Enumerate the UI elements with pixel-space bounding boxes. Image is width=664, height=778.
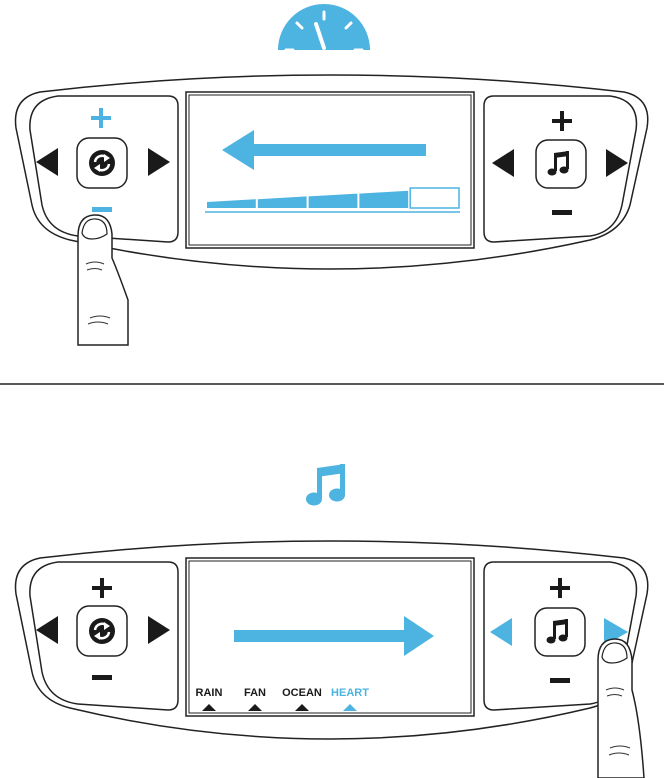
refresh-button[interactable] xyxy=(77,606,127,656)
top-panel xyxy=(16,4,648,345)
music-button[interactable] xyxy=(535,608,585,656)
refresh-button[interactable] xyxy=(77,138,127,188)
music-button[interactable] xyxy=(536,140,586,188)
bottom-panel: RAIN FAN OCEAN HEART xyxy=(16,464,648,778)
right-control-pad xyxy=(484,96,636,242)
minus-button[interactable] xyxy=(92,207,112,212)
speedometer-icon xyxy=(278,4,370,50)
sound-label-fan: FAN xyxy=(244,687,266,699)
minus-button[interactable] xyxy=(550,678,570,683)
refresh-icon xyxy=(89,618,115,644)
minus-button[interactable] xyxy=(552,210,572,215)
music-note-icon xyxy=(306,464,345,506)
sound-label-rain: RAIN xyxy=(196,687,223,699)
refresh-icon xyxy=(89,150,115,176)
volume-segment xyxy=(359,191,408,208)
volume-segment xyxy=(410,188,459,208)
minus-button[interactable] xyxy=(92,675,112,680)
left-control-pad xyxy=(30,562,178,710)
finger-illustration xyxy=(598,639,644,778)
display-screen: RAIN FAN OCEAN HEART xyxy=(186,558,474,716)
display-screen xyxy=(186,92,474,248)
sound-label-heart: HEART xyxy=(331,687,369,699)
sound-label-ocean: OCEAN xyxy=(282,687,322,699)
